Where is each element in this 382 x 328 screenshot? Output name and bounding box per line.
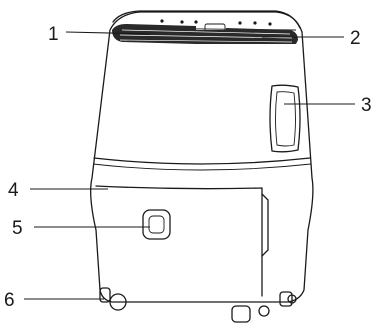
- air-outlet-grille: [112, 24, 298, 44]
- callout-number-1: 1: [48, 24, 59, 45]
- side-handle: [269, 84, 301, 153]
- caster-front: [231, 305, 251, 323]
- caster-right-hub: [287, 294, 297, 304]
- callout-number-5: 5: [12, 218, 23, 239]
- indicator-dot: [238, 21, 242, 25]
- indicator-dot: [194, 20, 198, 24]
- callout-number-2: 2: [350, 28, 361, 49]
- callout-number-4: 4: [8, 180, 19, 201]
- caster-left-wheel: [109, 293, 127, 311]
- indicator-dot: [253, 21, 257, 25]
- callout-number-3: 3: [361, 95, 372, 116]
- caster-right-wheel: [258, 305, 270, 317]
- tank-seam: [93, 157, 311, 165]
- indicator-dot: [160, 19, 164, 23]
- indicator-dot: [268, 22, 272, 26]
- leader-line-1: [65, 31, 151, 35]
- casters: [99, 287, 297, 323]
- caster-left: [99, 287, 111, 303]
- water-tank: [95, 185, 263, 297]
- tank-handle: [142, 209, 171, 240]
- appliance-body: [90, 11, 314, 303]
- callout-number-6: 6: [4, 290, 15, 311]
- tank-seam: [92, 163, 312, 171]
- indicator-dot: [180, 20, 184, 24]
- caster-right: [279, 291, 293, 307]
- tank-side-edge: [261, 193, 269, 257]
